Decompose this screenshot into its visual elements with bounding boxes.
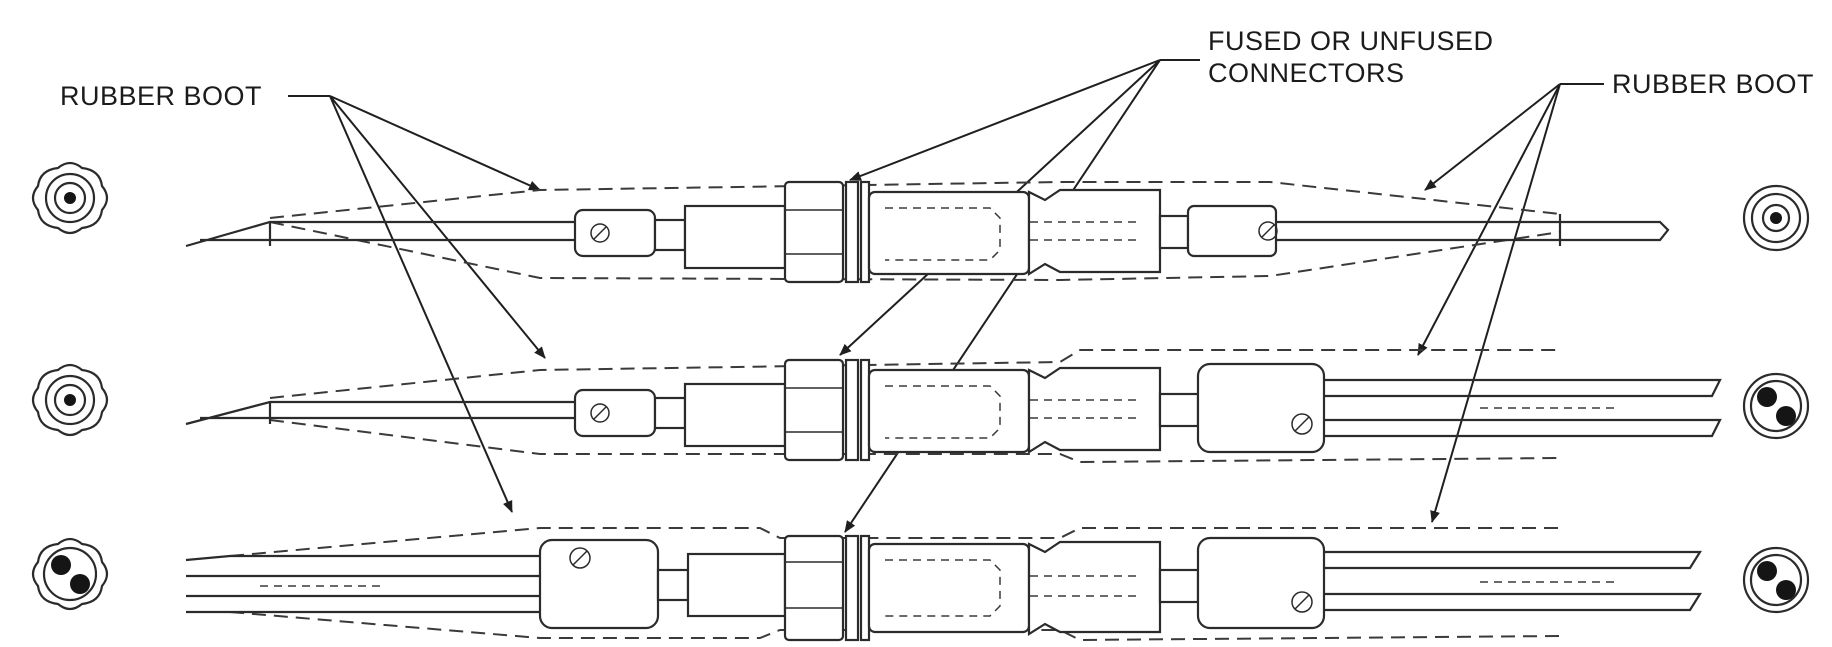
arrows-rubber-boot-left — [329, 95, 546, 513]
cable-left-double — [185, 554, 540, 614]
end-view-right-double — [1742, 372, 1810, 440]
label-rubber-boot-left: RUBBER BOOT — [60, 81, 262, 111]
terminal-right-double — [1196, 536, 1326, 630]
connector-nut — [783, 358, 845, 462]
fuse-holder — [867, 190, 1031, 276]
end-view-left-double — [31, 537, 109, 611]
cable-right-double — [1324, 550, 1702, 612]
cable-right-double — [1324, 378, 1722, 438]
cable-left — [185, 400, 575, 426]
rubber-boot-outline — [229, 527, 1561, 642]
terminal-right-double — [1196, 362, 1326, 454]
terminal-left — [573, 388, 657, 438]
end-view-right-single — [1742, 184, 1810, 252]
cable-left — [185, 220, 575, 248]
end-view-right-double — [1742, 546, 1810, 614]
connector-row-2 — [31, 349, 1810, 464]
connector-row-1 — [31, 161, 1810, 284]
fuse-holder — [867, 542, 1031, 634]
end-view-left-single — [31, 363, 109, 437]
label-fused-line2: CONNECTORS — [1208, 58, 1405, 88]
connector-nut — [783, 180, 845, 284]
arrows-rubber-boot-right — [1417, 83, 1561, 523]
label-fused-line1: FUSED OR UNFUSED — [1208, 26, 1494, 56]
terminal-left-double — [538, 538, 660, 630]
rubber-boot-outline — [269, 181, 1561, 282]
end-view-left-single — [31, 161, 109, 235]
fuse-holder — [867, 368, 1031, 454]
terminal-right — [1186, 204, 1278, 258]
connector-nut — [783, 534, 845, 642]
rubber-boot-outline — [269, 349, 1561, 464]
connector-row-3 — [31, 527, 1810, 642]
label-rubber-boot-right: RUBBER BOOT — [1612, 69, 1814, 99]
terminal-left — [573, 208, 657, 258]
cable-right — [1276, 214, 1670, 246]
